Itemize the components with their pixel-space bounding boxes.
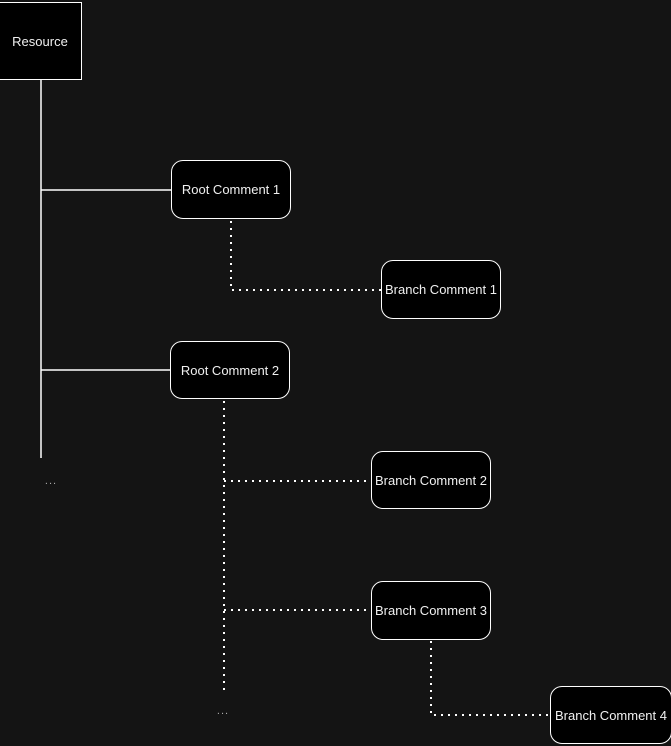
ellipsis-more-root-comments: ... xyxy=(44,475,58,487)
node-branch-comment-2[interactable]: Branch Comment 2 xyxy=(371,451,491,509)
node-branch-comment-4-label: Branch Comment 4 xyxy=(555,707,667,723)
connector-branch3-branch4 xyxy=(430,641,550,716)
node-resource-label: Resource xyxy=(12,33,68,49)
connector-root1-branch1 xyxy=(230,221,381,291)
node-resource[interactable]: Resource xyxy=(0,2,82,80)
node-root-comment-1-label: Root Comment 1 xyxy=(181,182,281,197)
node-branch-comment-3-label: Branch Comment 3 xyxy=(375,603,487,618)
node-root-comment-1[interactable]: Root Comment 1 xyxy=(171,160,291,219)
node-branch-comment-2-label: Branch Comment 2 xyxy=(375,472,487,488)
node-branch-comment-1[interactable]: Branch Comment 1 xyxy=(381,260,501,319)
node-branch-comment-1-label: Branch Comment 1 xyxy=(385,282,497,297)
node-branch-comment-3[interactable]: Branch Comment 3 xyxy=(371,581,491,640)
node-root-comment-2[interactable]: Root Comment 2 xyxy=(170,341,290,399)
ellipsis-more-branch-comments: ... xyxy=(216,705,230,717)
node-branch-comment-4[interactable]: Branch Comment 4 xyxy=(550,686,671,744)
node-root-comment-2-label: Root Comment 2 xyxy=(180,362,280,378)
